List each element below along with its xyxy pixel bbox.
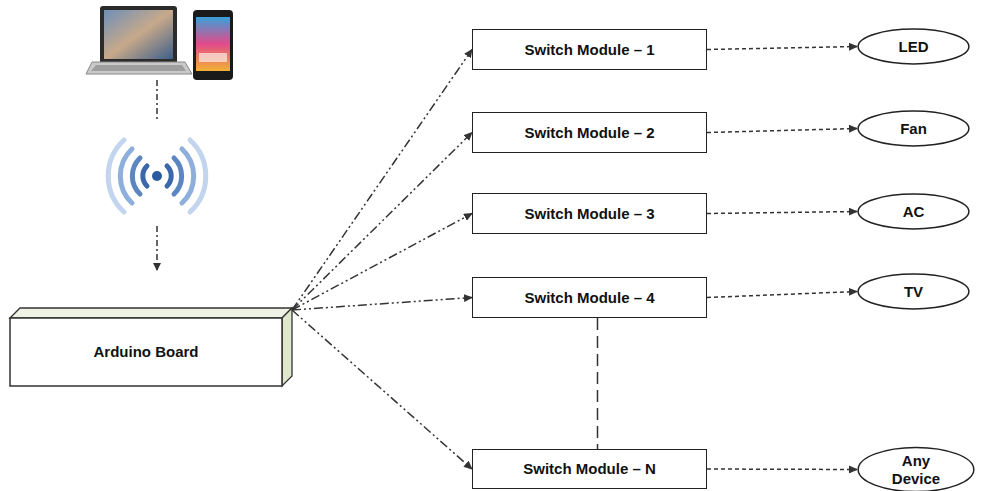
connector bbox=[707, 47, 857, 50]
node-label: Switch Module – N bbox=[523, 460, 656, 477]
device-ellipse: TV bbox=[857, 273, 970, 310]
connector bbox=[707, 129, 857, 133]
arduino-board-box: Arduino Board bbox=[10, 318, 282, 386]
device-ellipse: Fan bbox=[857, 110, 970, 147]
switch-module-box: Switch Module – 2 bbox=[472, 112, 707, 153]
phone-icon bbox=[193, 10, 233, 80]
connector bbox=[707, 468, 857, 470]
switch-module-box: Switch Module – N bbox=[472, 449, 707, 489]
device-ellipse: Any Device bbox=[857, 446, 975, 491]
node-label: Switch Module – 3 bbox=[524, 205, 654, 222]
connector bbox=[292, 310, 472, 469]
switch-module-box: Switch Module – 4 bbox=[472, 277, 707, 318]
connector bbox=[292, 50, 472, 311]
connector bbox=[292, 214, 472, 311]
node-label: TV bbox=[904, 283, 923, 300]
wireless-signal-icon bbox=[108, 140, 206, 212]
device-ellipse: AC bbox=[857, 193, 970, 230]
connector bbox=[292, 298, 472, 311]
node-label: Switch Module – 2 bbox=[524, 124, 654, 141]
connector bbox=[707, 212, 857, 214]
node-label: Switch Module – 4 bbox=[524, 289, 654, 306]
node-label: Switch Module – 1 bbox=[524, 41, 654, 58]
wireless-link-arrow bbox=[156, 80, 158, 270]
device-ellipse: LED bbox=[857, 28, 970, 65]
node-label: Fan bbox=[900, 120, 927, 137]
switch-module-box: Switch Module – 3 bbox=[472, 193, 707, 234]
switch-module-box: Switch Module – 1 bbox=[472, 29, 707, 70]
connector bbox=[597, 318, 599, 449]
node-label: Arduino Board bbox=[94, 343, 199, 360]
node-label: AC bbox=[903, 203, 925, 220]
node-label: LED bbox=[899, 38, 929, 55]
node-label: Any Device bbox=[886, 452, 946, 487]
connector bbox=[292, 133, 472, 311]
connector bbox=[707, 292, 857, 298]
laptop-icon bbox=[86, 6, 192, 74]
